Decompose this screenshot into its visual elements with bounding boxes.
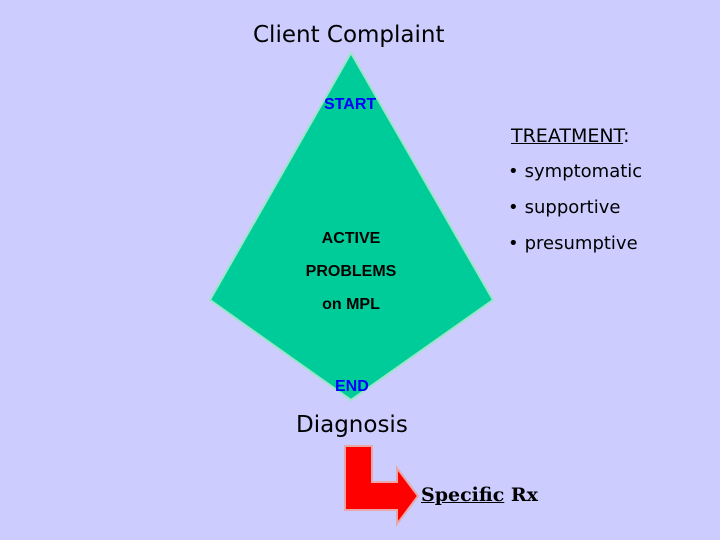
process-diamond-shape: [208, 50, 495, 402]
active-problems-line-3: on MPL: [322, 296, 380, 313]
active-problems-line-1: ACTIVE: [321, 230, 381, 247]
start-label: START: [324, 96, 377, 113]
specific-rx-rest: Rx: [504, 484, 538, 506]
client-complaint-title: Client Complaint: [253, 22, 445, 48]
active-problems-label: ACTIVE PROBLEMS on MPL: [300, 222, 402, 321]
treatment-item-symptomatic: symptomatic: [524, 161, 643, 182]
active-problems-line-2: PROBLEMS: [305, 263, 397, 280]
treatment-heading-text: TREATMENT: [511, 125, 624, 147]
bullet-icon: •: [508, 197, 519, 218]
end-label: END: [335, 378, 369, 395]
treatment-heading: TREATMENT:: [511, 125, 629, 147]
list-item: •presumptive: [508, 232, 642, 268]
bullet-icon: •: [508, 161, 519, 182]
diagnosis-label: Diagnosis: [296, 412, 408, 438]
treatment-item-supportive: supportive: [524, 197, 621, 218]
treatment-heading-colon: :: [623, 125, 630, 147]
treatment-list: •symptomatic •supportive •presumptive: [508, 160, 642, 268]
specific-rx-underlined: Specific: [421, 484, 505, 506]
specific-rx-label: Specific Rx: [421, 484, 538, 506]
list-item: •supportive: [508, 196, 642, 232]
bullet-icon: •: [508, 233, 519, 254]
treatment-item-presumptive: presumptive: [524, 233, 638, 254]
list-item: •symptomatic: [508, 160, 642, 196]
elbow-arrow-right-icon: [344, 445, 420, 527]
